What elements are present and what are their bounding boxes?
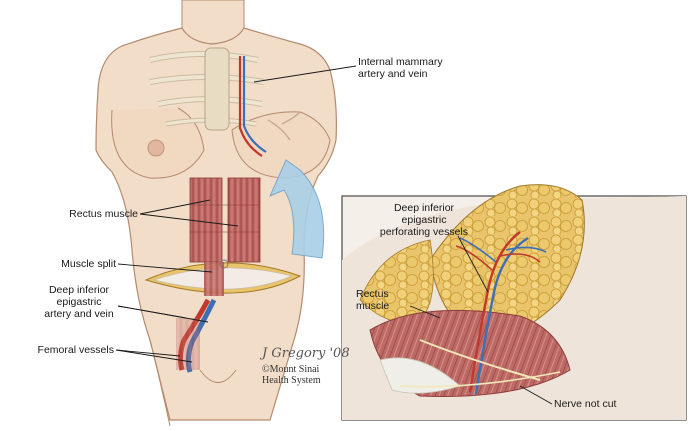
label-inset-rectus: Rectus muscle	[356, 288, 389, 312]
left-thigh	[149, 339, 171, 427]
label-deep-inferior-line2: epigastric	[56, 296, 102, 308]
left-nipple	[147, 139, 165, 157]
label-internal-mammary: Internal mammary artery and vein	[358, 56, 443, 80]
label-muscle-split: Muscle split	[61, 258, 116, 270]
label-inset-rectus-line2: muscle	[356, 300, 390, 312]
inset-panel	[341, 184, 687, 421]
credit-line1: ©Mount Sinai	[262, 364, 320, 375]
label-internal-mammary-line2: artery and vein	[358, 68, 428, 80]
label-deep-inferior-line3: artery and vein	[44, 308, 114, 320]
label-perforating-line1: Deep inferior	[393, 202, 455, 214]
artist-signature: J Gregory '08	[262, 346, 350, 361]
label-perforating-vessels: Deep inferior epigastric perforating ves…	[364, 202, 484, 238]
rib-cage	[149, 47, 265, 131]
leader-lines	[115, 65, 553, 405]
femoral-vessels	[176, 298, 217, 373]
right-breast	[231, 111, 331, 179]
label-femoral-vessels: Femoral vessels	[37, 344, 114, 356]
label-deep-inferior: Deep inferior epigastric artery and vein	[40, 284, 118, 320]
label-inset-rectus-line1: Rectus	[356, 288, 389, 300]
groin	[199, 369, 237, 383]
inset-nerve	[419, 339, 541, 381]
flap-arrow	[269, 159, 325, 259]
label-rectus-muscle: Rectus muscle	[69, 208, 138, 220]
label-nerve-not-cut: Nerve not cut	[554, 398, 617, 410]
label-perforating-line3: perforating vessels	[379, 226, 469, 238]
rectus-muscle-strips	[189, 177, 261, 263]
label-deep-inferior-line1: Deep inferior	[48, 284, 110, 296]
label-internal-mammary-line1: Internal mammary	[358, 56, 443, 68]
internal-mammary-vessels	[238, 56, 301, 157]
credit-line2: Health System	[262, 375, 321, 386]
sternum	[204, 47, 230, 131]
abdominal-flap	[144, 259, 302, 296]
copyright-credit: ©Mount Sinai Health System	[262, 364, 321, 386]
label-perforating-line2: epigastric	[401, 214, 447, 226]
